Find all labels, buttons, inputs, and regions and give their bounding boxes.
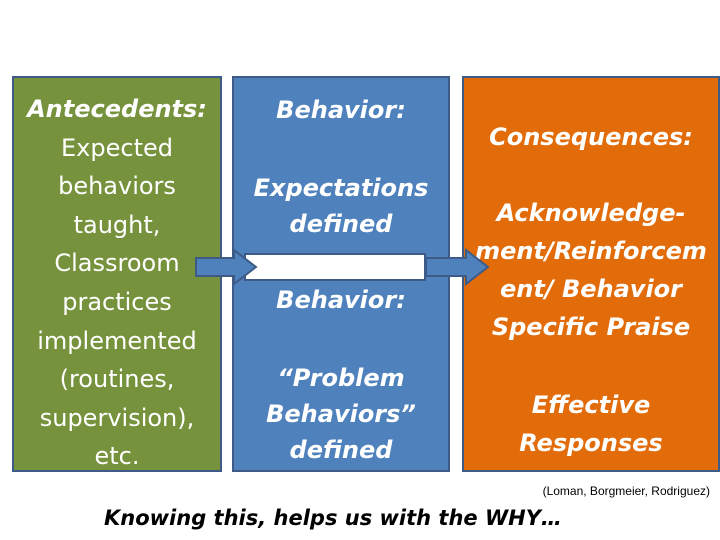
- antecedents-box: Antecedents: Expected behaviors taught, …: [12, 76, 222, 472]
- footer-caption: Knowing this, helps us with the WHY…: [104, 506, 562, 530]
- antecedents-line: supervision),: [39, 403, 195, 432]
- problem-line: defined: [289, 436, 393, 464]
- expectations-line: defined: [289, 210, 393, 238]
- expectations-line: Expectations: [253, 174, 429, 202]
- acknowledgement-line: Specific Praise: [491, 313, 691, 341]
- antecedents-line: Expected: [61, 133, 173, 162]
- antecedents-line: (routines,: [59, 365, 175, 394]
- problem-line: Behaviors”: [266, 400, 416, 428]
- citation-text: (Loman, Borgmeier, Rodriguez): [542, 484, 710, 498]
- antecedents-line: implemented: [37, 326, 197, 355]
- effective-line: Effective: [531, 391, 651, 419]
- behavior-heading-2: Behavior:: [276, 286, 406, 314]
- antecedents-line: Classroom: [54, 249, 180, 278]
- consequences-heading: Consequences:: [489, 123, 693, 151]
- problem-line: “Problem: [277, 364, 405, 392]
- antecedents-line: etc.: [94, 442, 140, 471]
- problem-behaviors-text: “Problem Behaviors” defined: [234, 360, 448, 468]
- expectations-text: Expectations defined: [234, 170, 448, 242]
- consequences-box: Consequences: Acknowledge- ment/Reinforc…: [462, 76, 720, 472]
- right-arrow-icon: [195, 248, 258, 286]
- antecedents-line: practices: [62, 287, 172, 316]
- connector-band: [244, 253, 426, 281]
- acknowledgement-text: Acknowledge- ment/Reinforcem ent/ Behavi…: [464, 194, 718, 346]
- acknowledgement-line: Acknowledge-: [496, 199, 686, 227]
- antecedents-line: taught,: [73, 210, 161, 239]
- effective-line: Responses: [519, 429, 663, 457]
- antecedents-line: behaviors: [58, 172, 176, 201]
- acknowledgement-line: ent/ Behavior: [499, 275, 682, 303]
- acknowledgement-line: ment/Reinforcem: [475, 237, 707, 265]
- antecedents-heading: Antecedents:: [27, 95, 207, 123]
- right-arrow-icon: [425, 248, 490, 286]
- behavior-heading: Behavior:: [276, 96, 406, 124]
- effective-responses-text: Effective Responses: [464, 386, 718, 462]
